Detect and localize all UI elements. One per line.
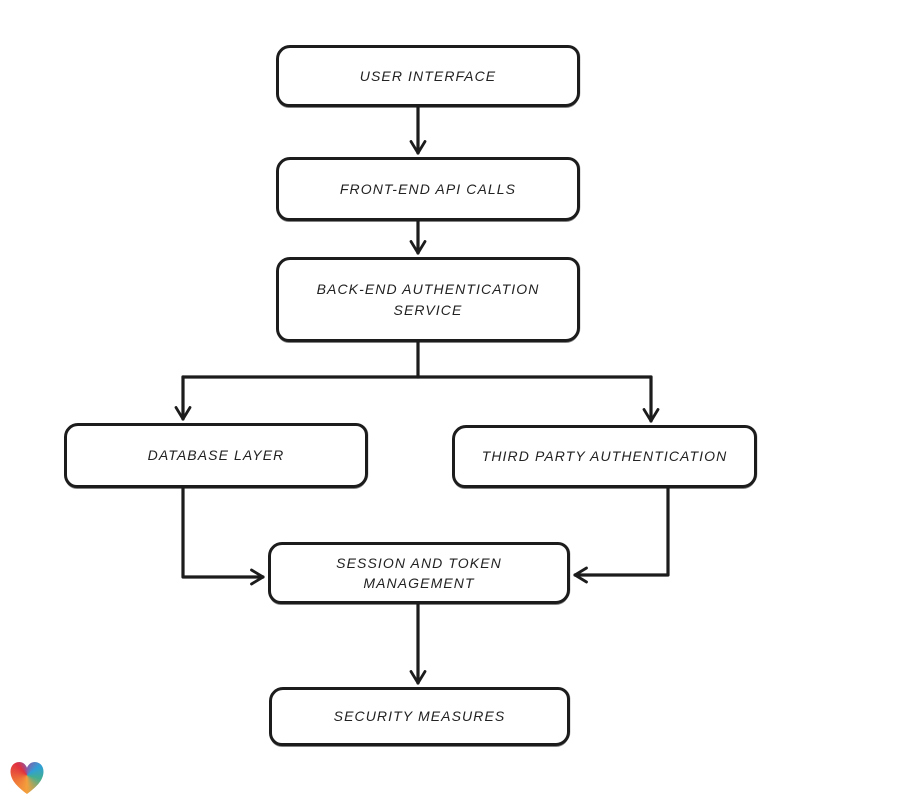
node-label: DATABASE LAYER bbox=[147, 447, 285, 464]
gradient-heart-logo-icon[interactable] bbox=[9, 761, 45, 795]
node-session-and-token-management[interactable]: SESSION AND TOKEN MANAGEMENT bbox=[268, 542, 570, 604]
node-label: USER INTERFACE bbox=[359, 67, 497, 84]
node-third-party-authentication[interactable]: THIRD PARTY AUTHENTICATION bbox=[452, 425, 757, 488]
node-security-measures[interactable]: SECURITY MEASURES bbox=[269, 687, 570, 746]
node-label: THIRD PARTY AUTHENTICATION bbox=[481, 448, 728, 465]
node-label: SECURITY MEASURES bbox=[333, 708, 506, 725]
edge-database-layer-to-session-management bbox=[181, 486, 265, 586]
node-user-interface[interactable]: USER INTERFACE bbox=[276, 45, 580, 107]
node-database-layer[interactable]: DATABASE LAYER bbox=[64, 423, 368, 488]
node-label: FRONT-END API CALLS bbox=[339, 180, 517, 197]
node-back-end-authentication-service[interactable]: BACK-END AUTHENTICATION SERVICE bbox=[276, 257, 580, 342]
edge-third-party-to-session-management bbox=[573, 486, 670, 584]
node-label: BACK-END AUTHENTICATION SERVICE bbox=[316, 281, 540, 318]
node-front-end-api-calls[interactable]: FRONT-END API CALLS bbox=[276, 157, 580, 221]
node-label: SESSION AND TOKEN MANAGEMENT bbox=[336, 554, 502, 591]
